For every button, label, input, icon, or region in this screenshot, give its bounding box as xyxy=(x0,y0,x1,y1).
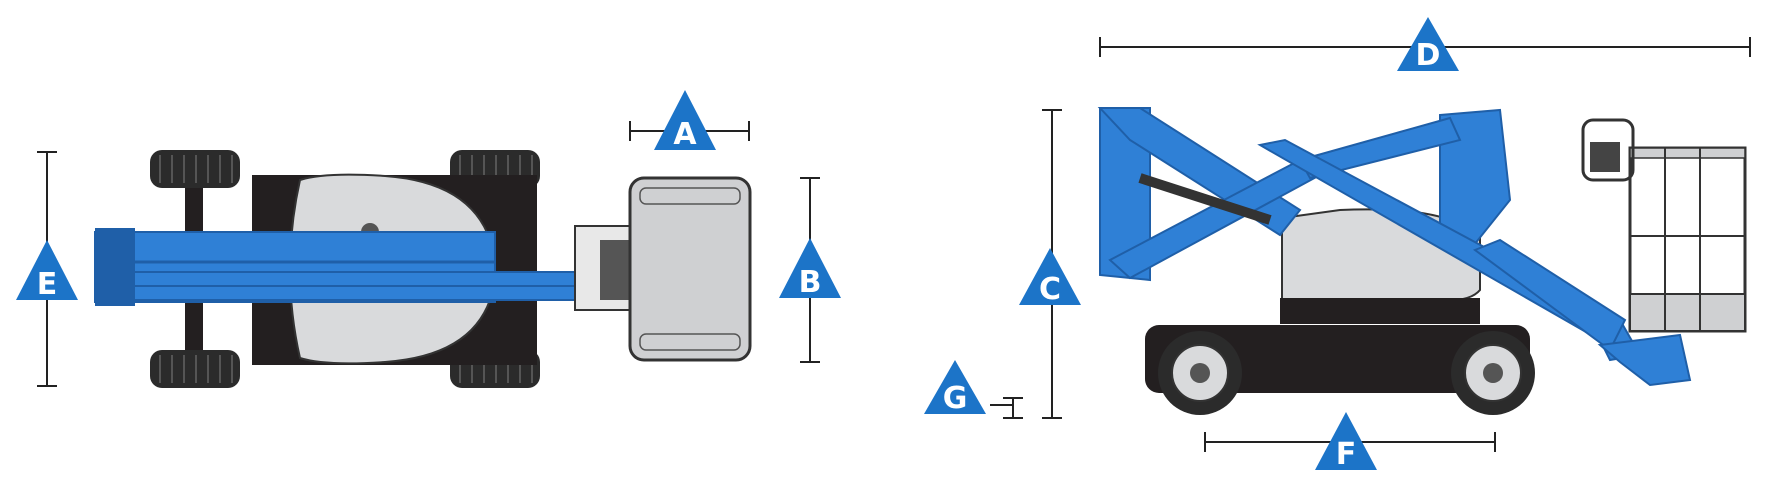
marker-c: C xyxy=(1019,248,1081,307)
side-view-upper-riser xyxy=(1439,108,1512,252)
marker-d-label: D xyxy=(1416,38,1441,73)
top-view xyxy=(94,150,752,388)
marker-f: F xyxy=(1315,412,1377,472)
marker-c-triangle xyxy=(1019,248,1081,305)
top-view-platform xyxy=(628,176,752,362)
side-view xyxy=(1097,107,1747,415)
marker-b: B xyxy=(779,238,841,300)
marker-b-label: B xyxy=(799,265,822,300)
marker-e-label: E xyxy=(37,267,58,302)
side-view-jib xyxy=(1597,333,1692,387)
marker-e: E xyxy=(16,240,78,302)
marker-b-triangle xyxy=(779,238,841,298)
marker-a-label: A xyxy=(673,117,697,152)
side-view-platform xyxy=(1581,118,1747,333)
marker-d-triangle xyxy=(1397,17,1459,71)
marker-a: A xyxy=(654,90,716,152)
marker-g: G xyxy=(924,360,986,416)
marker-f-label: F xyxy=(1336,437,1357,472)
marker-g-label: G xyxy=(943,381,968,416)
top-view-boom-end-cap xyxy=(95,228,135,306)
marker-c-label: C xyxy=(1039,272,1061,307)
marker-a-triangle xyxy=(654,90,716,150)
marker-e-triangle xyxy=(16,240,78,300)
marker-d: D xyxy=(1397,17,1459,73)
marker-f-triangle xyxy=(1315,412,1377,470)
side-view-wheel-front xyxy=(1451,331,1535,415)
marker-g-triangle xyxy=(924,360,986,414)
side-view-wheel-rear xyxy=(1158,331,1242,415)
